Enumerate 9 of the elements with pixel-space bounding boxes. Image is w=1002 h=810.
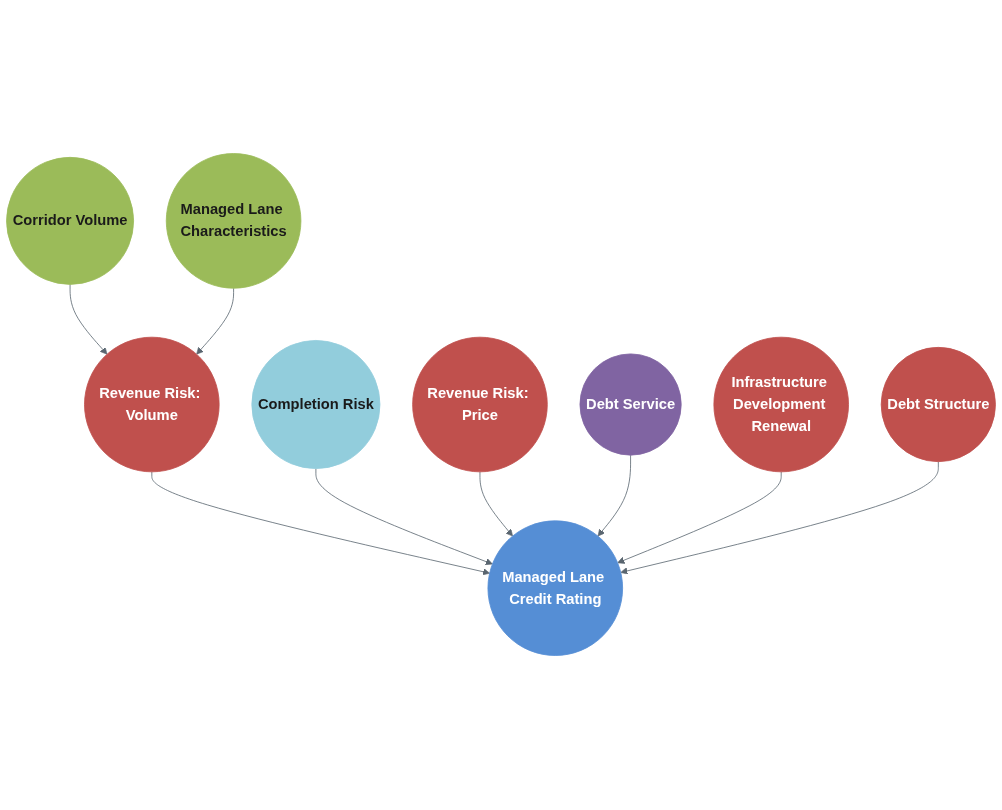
node-circle: Debt Service (579, 353, 682, 457)
node-circle: Revenue Risk: Volume (84, 337, 220, 473)
node-circle: Debt Structure (880, 347, 996, 463)
node-circle: Completion Risk (251, 340, 381, 470)
node-circle: Infrastructure Development Renewal (713, 337, 849, 473)
node-circle: Managed Lane Characteristics (165, 153, 302, 290)
node-circle: Managed Lane Credit Rating (487, 520, 623, 657)
node-circle: Revenue Risk: Price (412, 337, 548, 473)
node-circle: Corridor Volume (6, 157, 134, 286)
